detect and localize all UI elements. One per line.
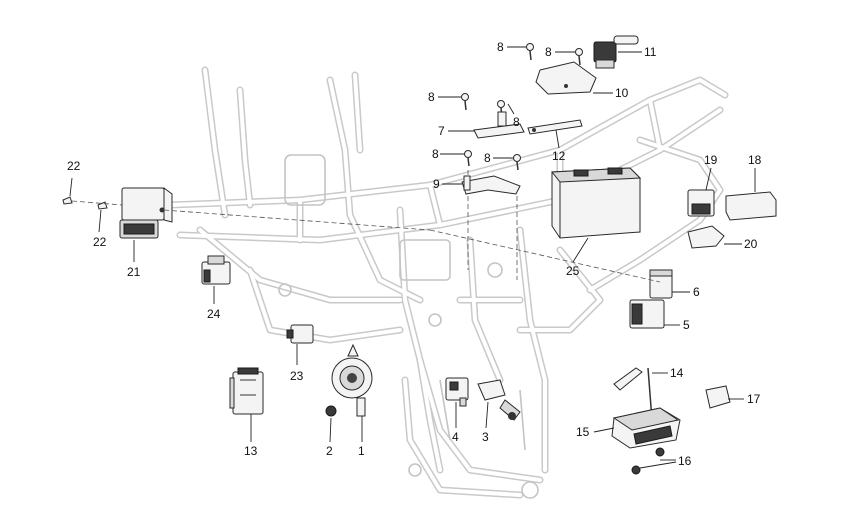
callout-10: 10 [615,86,629,100]
callout-8-a: 8 [497,40,504,54]
callout-18: 18 [748,153,762,167]
callout-9: 9 [433,177,440,191]
callout-25: 25 [566,264,580,278]
callout-8-b: 8 [545,45,552,59]
callout-16: 16 [678,454,692,468]
callout-3: 3 [482,430,489,444]
part-10-bracket [535,61,597,95]
part-1-horn [331,343,373,417]
callout-8-c: 8 [428,90,435,104]
assembly-dashed-lines [71,170,661,283]
callout-22-upper: 22 [67,159,81,173]
part-8-screws [461,43,583,171]
part-6-relay [649,269,673,299]
part-19-regulator [687,189,715,217]
part-12-strap [527,119,583,135]
part-20-bracket [687,225,725,249]
callout-5: 5 [683,318,690,332]
part-18-cover [725,191,777,221]
callout-7: 7 [438,124,445,138]
part-16-nuts [631,447,665,475]
part-11-connector [593,35,639,69]
callout-22-lower: 22 [93,235,107,249]
callout-8-d: 8 [513,115,520,129]
callout-labels: 22 22 21 24 23 13 2 1 4 3 8 8 11 10 8 8 … [67,40,762,468]
callout-17: 17 [747,392,761,406]
part-3-sensor [477,379,521,421]
callout-19: 19 [704,153,718,167]
callout-4: 4 [452,430,459,444]
part-23-connector [286,324,314,344]
part-24-relay [201,255,231,285]
part-21-control-unit [119,187,173,239]
part-17-relay [705,385,731,409]
callout-12: 12 [552,149,566,163]
part-13-fuse-box [229,367,264,415]
callout-20: 20 [744,237,758,251]
callout-1: 1 [358,444,365,458]
callout-24: 24 [207,307,221,321]
part-15-control-module [611,407,681,449]
part-2-nut [325,405,337,417]
callout-6: 6 [693,285,700,299]
callout-8-e: 8 [432,147,439,161]
callout-15: 15 [576,425,590,439]
callout-8-f: 8 [484,151,491,165]
callout-11: 11 [644,45,657,59]
callout-14: 14 [670,366,684,380]
part-4-switch [445,377,469,407]
part-7-bracket [473,111,525,139]
callout-23: 23 [290,369,304,383]
callout-21: 21 [127,265,141,279]
callout-13: 13 [244,444,258,458]
leader-lines [69,46,756,469]
callout-2: 2 [326,444,333,458]
part-25-battery [551,167,642,239]
part-5-relay [629,299,665,329]
part-9-bracket [461,175,521,195]
